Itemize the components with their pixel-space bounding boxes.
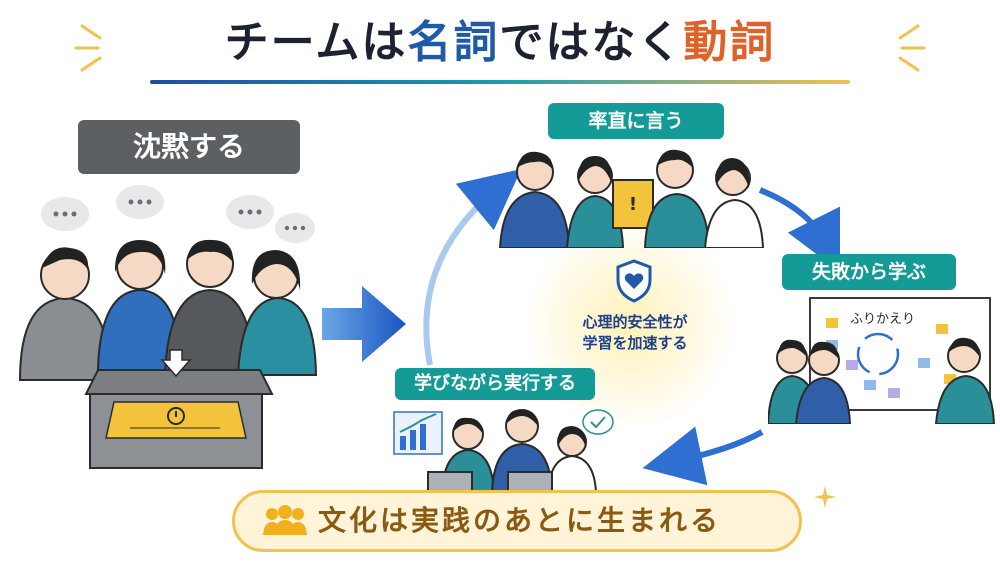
sparkle-icon: [814, 486, 836, 508]
person-figure-icon: [236, 250, 318, 376]
step-candid-label: 率直に言う: [548, 103, 724, 139]
step-execute-label: 学びながら実行する: [395, 368, 595, 400]
center-message: 心理的安全性が 学習を加速する: [560, 312, 710, 354]
ellipsis-bubble-icon: [41, 185, 315, 243]
candid-team-illustration: !: [498, 149, 765, 248]
execute-team-illustration: [393, 409, 614, 492]
retrospective-illustration: [768, 297, 996, 424]
people-group-icon: [263, 505, 307, 535]
center-line-2: 学習を加速する: [582, 334, 688, 352]
shield-heart-icon: [616, 259, 652, 303]
whiteboard-title: ふりかえり: [850, 312, 916, 327]
spark-left-icon: [74, 24, 102, 72]
check-bubble-icon: [582, 409, 614, 435]
spark-right-icon: [898, 24, 926, 72]
cycle-arrows: [423, 168, 840, 486]
culture-banner: [232, 490, 802, 552]
arrow-right-icon: [322, 286, 406, 362]
step-learn-label: 失敗から学ぶ: [782, 254, 956, 290]
growth-chart-icon: [393, 411, 443, 455]
title-part-team: チームは: [224, 17, 408, 68]
silent-team-illustration: [18, 185, 318, 469]
person-figure-icon: [163, 239, 256, 376]
center-line-1: 心理的安全性が: [582, 313, 688, 331]
title-part-verb: 動詞: [683, 17, 776, 68]
title-underline: [150, 80, 850, 84]
svg-text:!: !: [629, 194, 637, 215]
title-part-not: ではなく: [499, 17, 684, 68]
page-title: チームは名詞ではなく動詞: [0, 8, 1000, 78]
locked-box-icon: [84, 349, 274, 469]
person-figure-icon: [96, 240, 182, 371]
title-part-noun: 名詞: [407, 17, 500, 68]
silence-label: 沈黙する: [78, 120, 300, 174]
person-figure-icon: [18, 247, 112, 381]
culture-banner-text: 文化は実践のあとに生まれる: [318, 504, 722, 537]
